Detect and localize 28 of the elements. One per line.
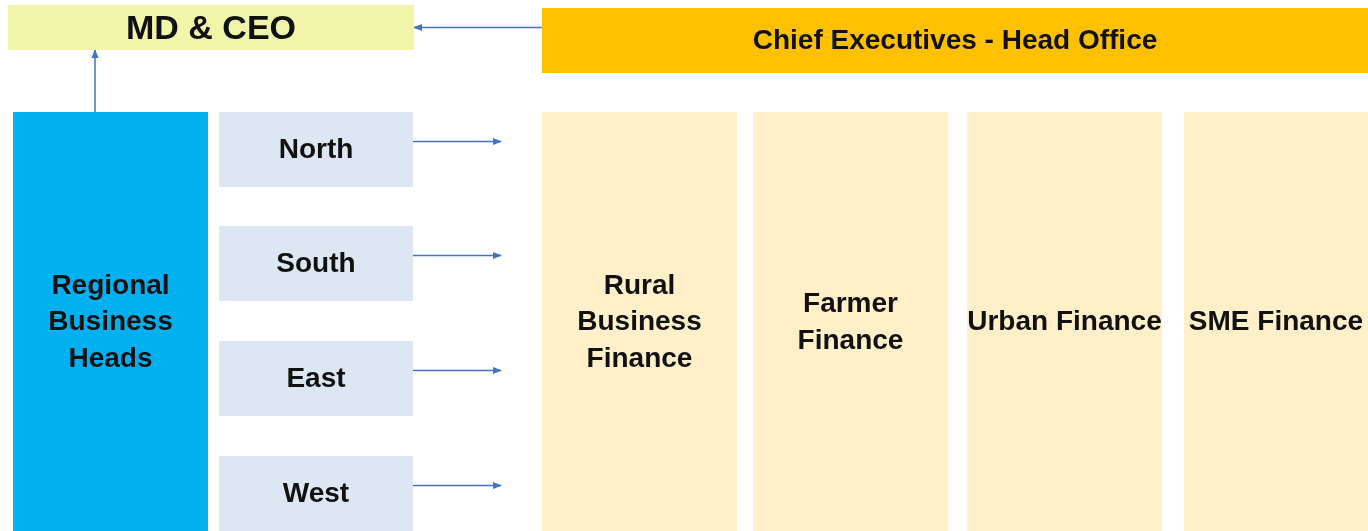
- column-box: [542, 112, 737, 531]
- region-box: [219, 456, 413, 531]
- title-box: [8, 5, 414, 50]
- box-label: Chief Executives - Head Office: [752, 23, 1158, 58]
- column-box: [1184, 112, 1368, 531]
- region-box: [219, 226, 413, 301]
- box-label: Urban Finance: [967, 304, 1162, 339]
- box-label: East: [286, 361, 346, 396]
- arrow: [412, 366, 502, 375]
- column-box: [13, 112, 208, 531]
- box-label: Farmer Finance: [796, 286, 905, 357]
- arrow: [412, 481, 502, 490]
- box-label: Regional Business Heads: [47, 267, 174, 375]
- arrow: [412, 137, 502, 146]
- arrow: [413, 23, 543, 32]
- box-label: West: [282, 476, 350, 511]
- column-box: [967, 112, 1162, 531]
- region-box: [219, 112, 413, 187]
- header-box: [542, 8, 1368, 73]
- arrow: [91, 49, 99, 113]
- column-box: [753, 112, 948, 531]
- box-label: Rural Business Finance: [576, 267, 703, 375]
- box-label: South: [276, 246, 356, 281]
- region-box: [219, 341, 413, 416]
- box-label: North: [278, 132, 354, 167]
- arrow: [412, 251, 502, 260]
- box-label: SME Finance: [1188, 304, 1364, 339]
- box-label: MD & CEO: [126, 7, 296, 49]
